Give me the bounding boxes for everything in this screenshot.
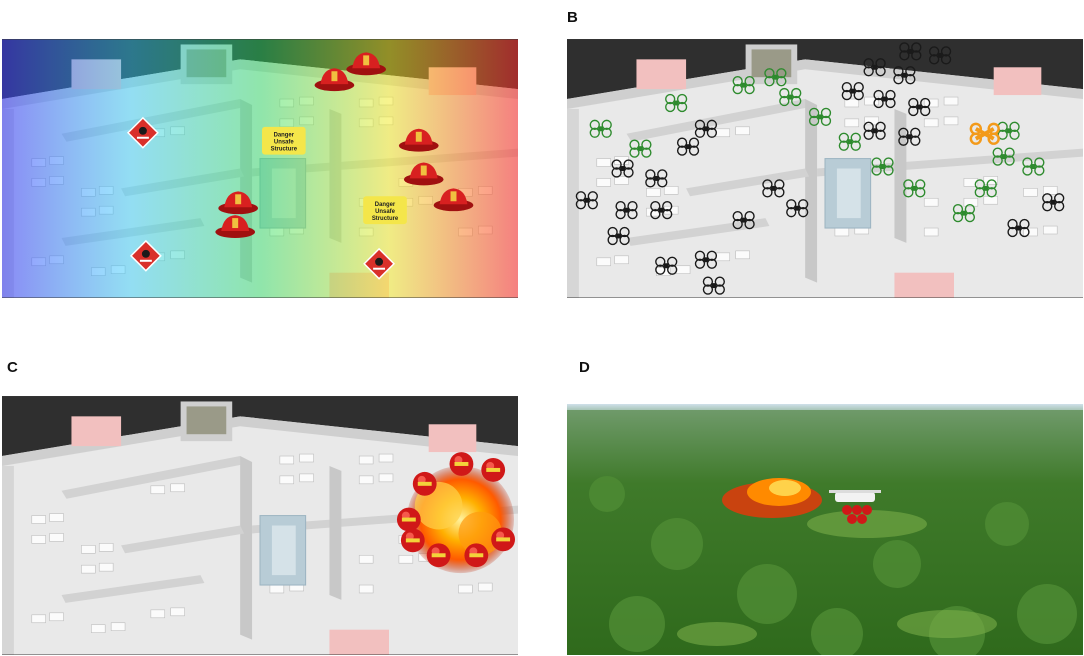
panel-c-suppression — [2, 396, 518, 655]
extinguisher-ball-icon — [396, 507, 421, 532]
svg-text:Unsafe: Unsafe — [274, 140, 294, 146]
extinguisher-ball-icon — [449, 452, 474, 476]
svg-text:Danger: Danger — [274, 133, 295, 139]
highlight-drone-icon — [969, 122, 1000, 145]
svg-text:Danger: Danger — [375, 202, 396, 208]
extinguisher-ball-icon — [491, 527, 516, 552]
panel-a-scene: Danger Unsafe Structure Danger Unsafe St… — [2, 39, 518, 298]
extinguisher-ball-icon — [412, 471, 437, 496]
extinguisher-ball-icon — [426, 543, 451, 568]
svg-text:Unsafe: Unsafe — [375, 209, 395, 215]
danger-sign-1: Danger Unsafe Structure — [261, 126, 306, 155]
panel-b-drones — [567, 39, 1083, 298]
panel-b-scene — [567, 39, 1083, 298]
extinguisher-ball-icon — [481, 458, 506, 482]
panel-c-scene — [2, 396, 518, 655]
svg-text:Structure: Structure — [372, 216, 399, 222]
panel-label-c: C — [7, 359, 18, 376]
extinguisher-ball-icon — [464, 543, 489, 568]
drone-with-payload-icon — [829, 490, 881, 524]
panel-label-b: B — [567, 9, 578, 26]
danger-sign-2: Danger Unsafe Structure — [363, 196, 407, 225]
panel-label-d: D — [579, 359, 590, 376]
extinguisher-ball-icon — [400, 528, 425, 553]
panel-a-heatmap: Danger Unsafe Structure Danger Unsafe St… — [2, 39, 518, 298]
panel-d-scene — [567, 404, 1083, 655]
svg-text:Structure: Structure — [271, 147, 298, 153]
panel-d-forest — [567, 404, 1083, 655]
forest-fire-flames — [722, 478, 822, 518]
